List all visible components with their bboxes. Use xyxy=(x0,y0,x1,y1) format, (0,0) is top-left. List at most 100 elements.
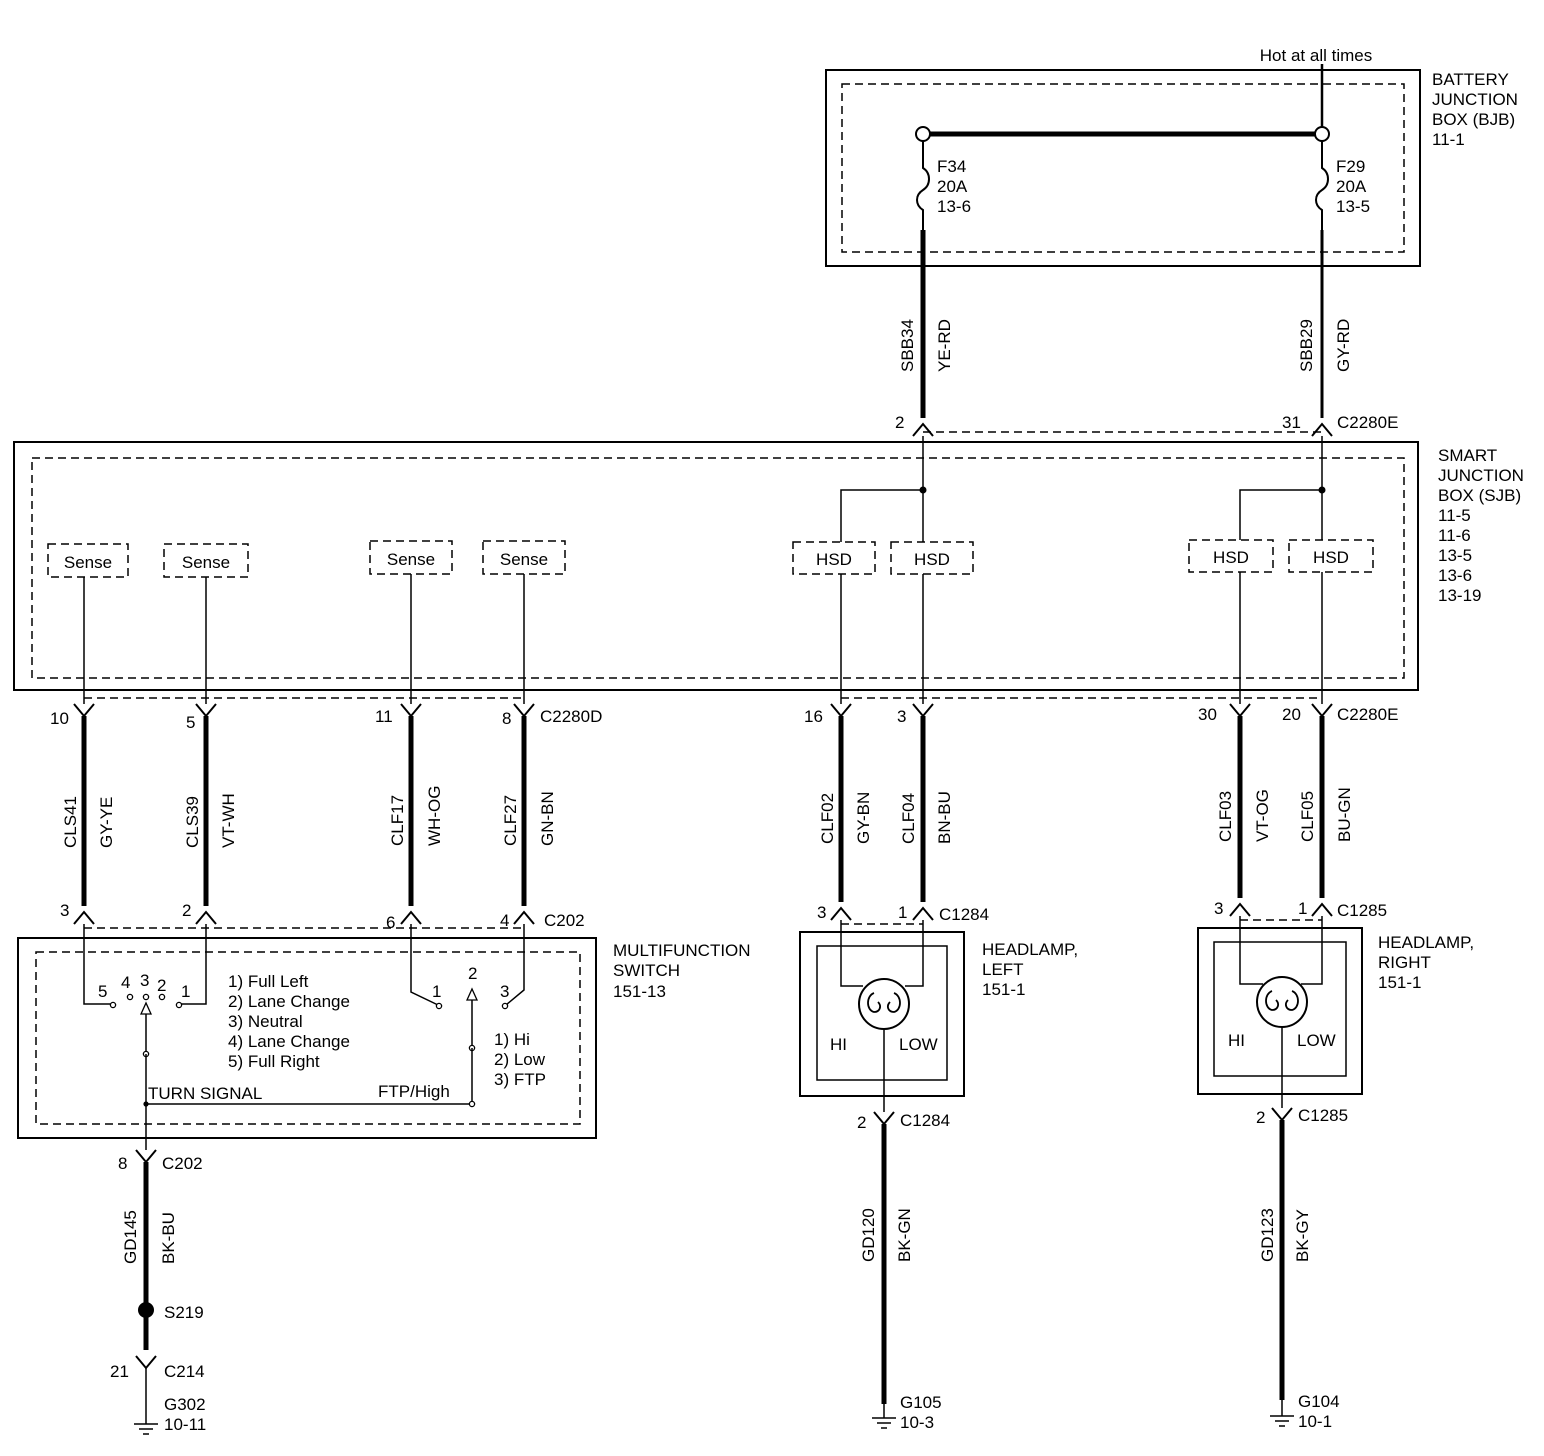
fuse-f29 xyxy=(1315,141,1329,230)
out-chevron-6 xyxy=(912,703,934,718)
headlamp-right-label-2: RIGHT xyxy=(1378,953,1431,972)
bjb-label-1: BATTERY xyxy=(1432,70,1509,89)
wire-cls39-color: VT-WH xyxy=(219,793,238,848)
light-pin-2: 2 xyxy=(468,964,477,983)
out-chevron-4 xyxy=(513,703,535,718)
out-pin-6: 3 xyxy=(897,707,906,726)
c202-ground-pin: 8 xyxy=(118,1154,127,1173)
mfs-inner-dashed xyxy=(35,951,581,1125)
g302-ref: 10-11 xyxy=(164,1415,206,1434)
hsd-label-4: HSD xyxy=(1313,548,1349,567)
mfs-wire-left xyxy=(83,924,112,1005)
fuse-f29-id: F29 xyxy=(1336,157,1365,176)
headlamp-right-hi: HI xyxy=(1228,1031,1245,1050)
wire-gd145-color: BK-BU xyxy=(159,1212,178,1264)
light-wire-1 xyxy=(410,924,439,1006)
wire-clf02-circuit: CLF02 xyxy=(818,793,837,844)
sjb-branch-left xyxy=(840,489,923,542)
c202-chevron-6 xyxy=(400,910,422,925)
c202-pin-2: 2 xyxy=(182,901,191,920)
light-wire-3 xyxy=(505,924,525,1006)
c1285-label: C1285 xyxy=(1337,901,1387,920)
light-pin-1: 1 xyxy=(432,982,441,1001)
fuse-f34-ref: 13-6 xyxy=(937,197,971,216)
c202-pin-6: 6 xyxy=(386,913,395,932)
ftp-high-label: FTP/High xyxy=(378,1082,450,1101)
out-chevron-5 xyxy=(830,703,852,718)
g104-ref: 10-1 xyxy=(1298,1412,1332,1431)
g302-label: G302 xyxy=(164,1395,206,1414)
hsd-label-3: HSD xyxy=(1213,548,1249,567)
c202-pin-4: 4 xyxy=(500,911,509,930)
sense-box-1 xyxy=(47,543,129,578)
output-wires: CLS41 GY-YE CLS39 VT-WH CLF17 WH-OG CLF2… xyxy=(61,716,1354,906)
out-chevron-7 xyxy=(1229,703,1251,718)
headlamp-right-low: LOW xyxy=(1297,1031,1336,1050)
wire-gd120-circuit: GD120 xyxy=(859,1208,878,1262)
mfs-label-2: SWITCH xyxy=(613,961,680,980)
c202-label: C202 xyxy=(544,911,585,930)
headlamp-left-label-3: 151-1 xyxy=(982,980,1025,999)
battery-junction-box: Hot at all times BATTERY JUNCTION BOX (B… xyxy=(825,46,1518,267)
c1284-ground-chevron xyxy=(873,1111,895,1126)
bjb-label-3: BOX (BJB) xyxy=(1432,110,1515,129)
headlamp-left-bulb xyxy=(858,978,910,1030)
ground-circuit-headlamp-left: 2 C1284 GD120 BK-GN G105 10-3 xyxy=(857,1111,950,1432)
out-chevron-8 xyxy=(1311,703,1333,718)
bjb-label-2: JUNCTION xyxy=(1432,90,1518,109)
splice-s219-label: S219 xyxy=(164,1303,204,1322)
sjb-inner-dashed xyxy=(31,457,1405,679)
out-pin-5: 16 xyxy=(804,707,823,726)
bus-terminal-right xyxy=(1314,126,1330,142)
feed-sbb29-pin: 31 xyxy=(1282,413,1301,432)
headlamp-left-hi: HI xyxy=(830,1035,847,1054)
headlamp-right-bulb xyxy=(1256,976,1308,1028)
wire-gd120-color: BK-GN xyxy=(895,1208,914,1262)
wire-clf03-circuit: CLF03 xyxy=(1216,791,1235,842)
headlamp-right-hi-lead xyxy=(1239,916,1263,985)
multifunction-switch: MULTIFUNCTION SWITCH 151-13 5 4 3 2 1 1)… xyxy=(17,924,751,1139)
c1285-pin-1: 1 xyxy=(1298,899,1307,918)
c1284-chevron-1 xyxy=(912,906,934,921)
headlamp-left-low: LOW xyxy=(899,1035,938,1054)
turn-pin-1: 1 xyxy=(181,982,190,1001)
out-pin-3: 11 xyxy=(375,707,393,726)
light-position-1: 1) Hi xyxy=(494,1030,530,1049)
turn-pin-4: 4 xyxy=(121,973,130,992)
turn-contact-4 xyxy=(126,993,134,1001)
out-chevron-3 xyxy=(400,703,422,718)
headlamp-right-label-3: 151-1 xyxy=(1378,973,1421,992)
c1285-pin-3: 3 xyxy=(1214,899,1223,918)
wire-sbb34-circuit: SBB34 xyxy=(898,319,917,372)
headlamp-left-inner xyxy=(816,945,948,1081)
g105-ref: 10-3 xyxy=(900,1413,934,1432)
turn-position-5: 5) Full Right xyxy=(228,1052,320,1071)
feed-sbb34-pin: 2 xyxy=(895,413,904,432)
wire-clf17-circuit: CLF17 xyxy=(388,795,407,846)
fuse-f34-rating: 20A xyxy=(937,177,968,196)
c1284-pin-1: 1 xyxy=(898,903,907,922)
bjb-label-4: 11-1 xyxy=(1432,130,1465,149)
turn-contact-5 xyxy=(109,1001,117,1009)
wire-gd123-color: BK-GY xyxy=(1293,1209,1312,1262)
sjb-label-8: 13-19 xyxy=(1438,586,1481,605)
sjb-label-1: SMART xyxy=(1438,446,1497,465)
fuse-f34 xyxy=(916,141,930,230)
c202-pin-3: 3 xyxy=(60,901,69,920)
sjb-outline xyxy=(13,441,1419,691)
bjb-outline xyxy=(825,69,1421,267)
hsd-box-3 xyxy=(1188,539,1274,573)
wire-clf02-color: GY-BN xyxy=(854,792,873,844)
connector-c2280e-pin2 xyxy=(912,422,934,437)
headlamp-left-label-1: HEADLAMP, xyxy=(982,940,1078,959)
hsd-box-1 xyxy=(792,541,876,575)
out-pin-1: 10 xyxy=(50,709,69,728)
light-contact-1 xyxy=(435,1002,443,1010)
c214-connector: C214 xyxy=(164,1362,205,1381)
light-position-3: 3) FTP xyxy=(494,1070,546,1089)
turn-pin-5: 5 xyxy=(98,982,107,1001)
smart-junction-box: SMART JUNCTION BOX (SJB) 11-5 11-6 13-5 … xyxy=(13,436,1524,704)
headlamp-right-low-lead xyxy=(1301,916,1323,985)
feed-connector-label: C2280E xyxy=(1337,413,1398,432)
g104-label: G104 xyxy=(1298,1392,1340,1411)
